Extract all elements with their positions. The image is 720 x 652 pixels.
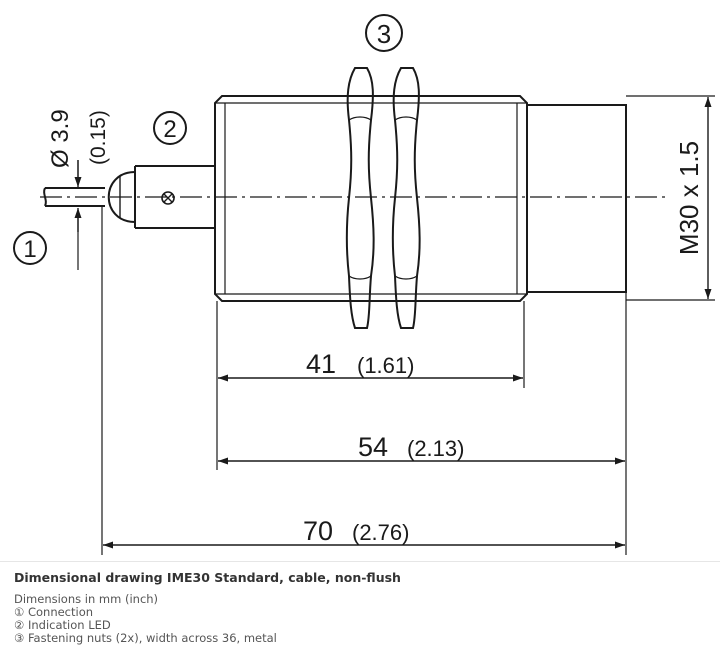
fastening-nut-left: [345, 67, 375, 329]
drawing-caption: Dimensional drawing IME30 Standard, cabl…: [0, 561, 720, 652]
dim-70-mm: 70: [303, 516, 333, 546]
marker-fastening-nuts: 3: [365, 14, 403, 52]
dim-thread: M30 x 1.5: [674, 141, 704, 255]
fastening-nut-right: [391, 67, 421, 329]
threaded-body: [214, 95, 528, 302]
dim-41-in: (1.61): [357, 353, 414, 378]
dim-41-mm: 41: [306, 349, 336, 379]
marker-indication-led: 2: [153, 111, 187, 145]
dim-70-in: (2.76): [352, 520, 409, 545]
caption-indication-led: ② Indication LED: [14, 618, 111, 632]
led-indicator-icon: [161, 191, 175, 205]
marker-led-label: 2: [163, 116, 176, 143]
sensing-face: [527, 104, 627, 293]
marker-nuts-label: 3: [377, 19, 391, 49]
marker-connection: 1: [13, 231, 47, 265]
dim-54-mm: 54: [358, 432, 388, 462]
dim-diameter-mm: Ø 3.9: [47, 109, 74, 168]
marker-connection-label: 1: [23, 236, 36, 263]
caption-fastening-nuts: ③ Fastening nuts (2x), width across 36, …: [14, 631, 277, 645]
dim-diameter-in: (0.15): [87, 110, 110, 165]
caption-title: Dimensional drawing IME30 Standard, cabl…: [14, 570, 401, 585]
dim-54-in: (2.13): [407, 436, 464, 461]
leader-led: [168, 146, 170, 190]
rear-cap: [107, 165, 214, 229]
dimensional-drawing: 1 2 3 41 (1.61) 54 (2.13) 70 (2.76) M30 …: [13, 14, 715, 555]
caption-units: Dimensions in mm (inch): [14, 592, 159, 606]
caption-connection: ① Connection: [14, 605, 94, 619]
